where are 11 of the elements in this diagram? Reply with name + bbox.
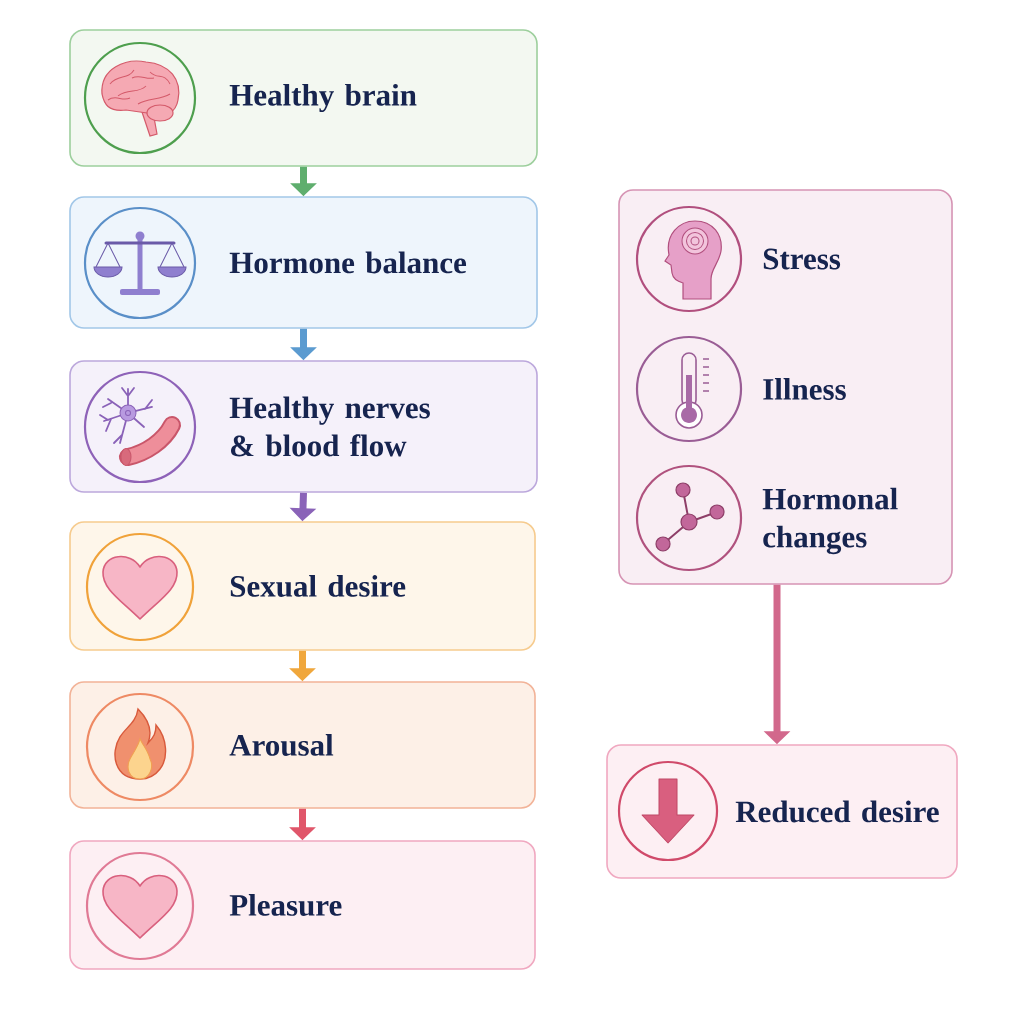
panel-box <box>618 189 953 585</box>
process-box: Reduced desire <box>606 744 958 879</box>
process-box: Sexual desire <box>69 521 536 651</box>
factor-label: Illness <box>763 378 846 400</box>
process-box: Arousal <box>69 681 536 809</box>
process-box: Healthy brain <box>69 29 538 167</box>
process-box: Hormone balance <box>69 196 538 329</box>
process-box: Pleasure <box>69 840 536 970</box>
factor-label: Stress <box>763 248 841 270</box>
process-box: Healthy nerves & blood flow <box>69 360 538 493</box>
factor-label: Hormonal changes <box>762 487 898 555</box>
